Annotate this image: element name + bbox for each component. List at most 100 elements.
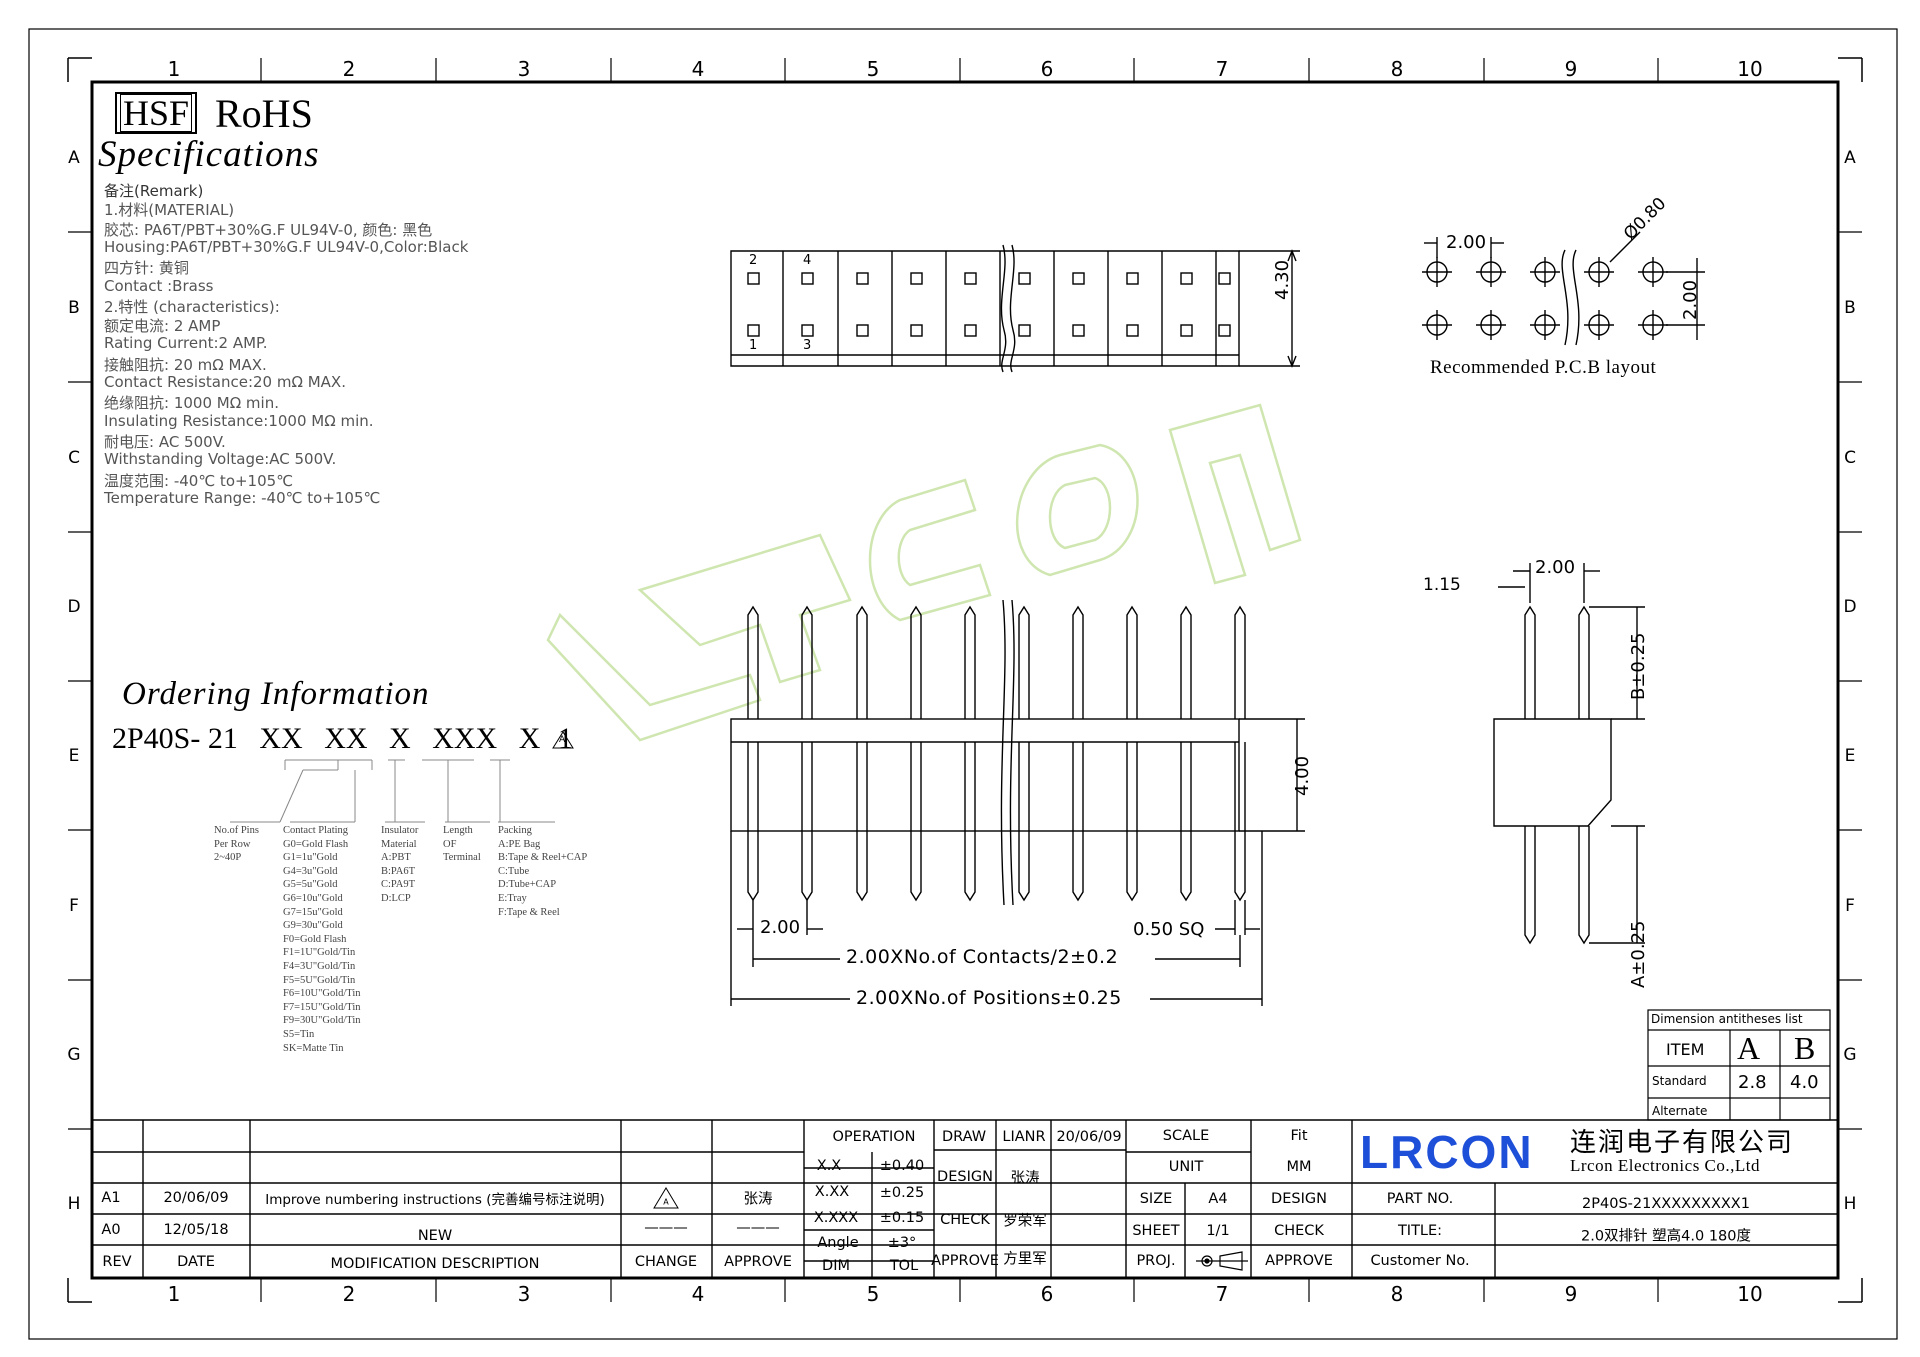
desc-a1: Improve numbering instructions (完善编号标注说明…: [265, 1192, 605, 1208]
hdr-rev: REV: [102, 1254, 132, 1270]
spec-line: 温度范围: -40℃ to+105℃: [104, 471, 294, 490]
date-a0: 12/05/18: [163, 1222, 229, 1238]
front-body-height: 4.00: [1292, 755, 1313, 796]
operation-label: OPERATION: [832, 1129, 916, 1145]
code-part-3: X: [389, 722, 411, 755]
dim-label: DIM: [822, 1258, 850, 1274]
column-label: 8: [1390, 1282, 1404, 1306]
row-label: A: [1844, 148, 1856, 168]
draw-label: DRAW: [941, 1129, 987, 1145]
column-label: 6: [1040, 1282, 1054, 1306]
tol-label-xxx: X.XX: [814, 1184, 850, 1200]
top-view-pads: [747, 272, 1231, 337]
row-label: H: [67, 1194, 81, 1214]
check-name: 罗荣军: [1003, 1213, 1047, 1230]
pcb-pitch-y: 2.00: [1680, 279, 1701, 320]
legend-pins: No.of Pins Per Row 2~40P: [214, 825, 259, 864]
revision-mark: A: [559, 735, 566, 745]
row-label: F: [1845, 896, 1855, 916]
code-part-4: XXX: [432, 722, 498, 755]
size-value: A4: [1208, 1191, 1228, 1207]
spec-line: Contact :Brass: [104, 276, 214, 295]
legend-plating: Contact Plating G0=Gold Flash G1=1u"Gold…: [283, 825, 361, 1054]
column-label: 10: [1737, 1282, 1763, 1306]
side-offset: 1.15: [1423, 575, 1461, 595]
dim-table-standard-b: 4.0: [1790, 1072, 1819, 1093]
dim-table-alternate: Alternate: [1652, 1104, 1708, 1118]
tol-value-xx: ±0.40: [879, 1158, 925, 1174]
row-label: F: [69, 896, 79, 916]
column-label: 5: [866, 57, 880, 81]
row-label: C: [1844, 448, 1856, 468]
company-name-en: Lrcon Electronics Co.,Ltd: [1570, 1156, 1761, 1175]
approve-a1: 张涛: [743, 1191, 773, 1208]
spec-line: 耐电压: AC 500V.: [104, 432, 226, 451]
column-label: 5: [866, 1282, 880, 1306]
row-label: C: [68, 448, 80, 468]
column-label: 1: [167, 1282, 181, 1306]
spec-line: 胶芯: PA6T/PBT+30%G.F UL94V-0, 颜色: 黑色: [104, 220, 433, 239]
code-prefix: 2P40S- 21: [112, 722, 238, 755]
column-label: 9: [1564, 1282, 1578, 1306]
change-a0: ———: [644, 1220, 688, 1236]
spec-line: Rating Current:2 AMP.: [104, 334, 268, 353]
dim-table-col-a: A: [1737, 1030, 1761, 1066]
unit-value: MM: [1286, 1159, 1312, 1175]
dim-table-standard-a: 2.8: [1738, 1072, 1767, 1093]
column-label: 6: [1040, 57, 1054, 81]
column-label: 7: [1215, 1282, 1229, 1306]
column-label: 1: [167, 57, 181, 81]
top-view: [730, 244, 1300, 373]
legend-insulator: Insulator Material A:PBT B:PA6T C:PA9T D…: [381, 825, 419, 904]
pcb-caption: Recommended P.C.B layout: [1430, 357, 1657, 378]
side-view: [1493, 563, 1645, 945]
scale-label: SCALE: [1162, 1128, 1210, 1144]
spec-line: 四方针: 黄铜: [104, 259, 189, 278]
sheet-value: 1/1: [1206, 1223, 1230, 1239]
company-name-cn: 连润电子有限公司: [1570, 1128, 1795, 1158]
hdr-desc: MODIFICATION DESCRIPTION: [330, 1256, 540, 1272]
unit-label: UNIT: [1168, 1159, 1204, 1175]
spec-line: 备注(Remark): [104, 182, 204, 200]
legend-packing: Packing A:PE Bag B:Tape & Reel+CAP C:Tub…: [498, 825, 588, 918]
row-label: A: [68, 148, 80, 168]
code-part-1: XX: [259, 722, 303, 755]
ordering-title: Ordering Information: [122, 676, 430, 712]
dim-table-col-b: B: [1794, 1030, 1816, 1066]
size-label: SIZE: [1139, 1191, 1173, 1207]
date-a1: 20/06/09: [163, 1190, 229, 1206]
tol-value-xxx: ±0.25: [879, 1185, 925, 1201]
ordering-leaders: [230, 759, 555, 823]
check-label: CHECK: [940, 1212, 990, 1228]
pin-label-2: 2: [749, 253, 758, 268]
column-label: 10: [1737, 57, 1763, 81]
column-label: 7: [1215, 57, 1229, 81]
ordering-code: 2P40S- 21 XX XX X XXX X 1: [112, 722, 573, 756]
tol-value-angle: ±3°: [887, 1235, 917, 1251]
row-label: B: [68, 298, 80, 318]
watermark-logo: [546, 403, 1302, 742]
code-part-5: X: [518, 722, 541, 755]
specifications-title: Specifications: [98, 134, 320, 175]
row-label: H: [1843, 1194, 1857, 1214]
row-label: B: [1844, 298, 1856, 318]
tol-label-xxxx: X.XXX: [813, 1210, 859, 1226]
pcb-layout: [1422, 231, 1705, 346]
column-label: 4: [691, 57, 705, 81]
legend-length: Length OF Terminal: [443, 825, 481, 864]
front-view: [730, 599, 1305, 1006]
spec-line: Temperature Range: -40℃ to+105℃: [104, 488, 381, 507]
dim-table-title: Dimension antitheses list: [1651, 1012, 1803, 1026]
spec-line: 绝缘阻抗: 1000 MΩ min.: [104, 394, 279, 413]
projection-symbol: [1196, 1251, 1248, 1271]
title-label: TITLE:: [1397, 1223, 1443, 1239]
spec-line: Withstanding Voltage:AC 500V.: [104, 450, 337, 469]
row-label: G: [67, 1045, 81, 1065]
title-value: 2.0双排针 塑高4.0 180度: [1580, 1228, 1752, 1245]
column-label: 4: [691, 1282, 705, 1306]
company-logo: LRCON: [1360, 1126, 1534, 1178]
hsf-badge: HSF: [115, 92, 198, 134]
part-no-value: 2P40S-21XXXXXXXXX1: [1582, 1196, 1750, 1212]
design-label: DESIGN: [937, 1169, 993, 1185]
draw-date: 20/06/09: [1056, 1129, 1122, 1145]
